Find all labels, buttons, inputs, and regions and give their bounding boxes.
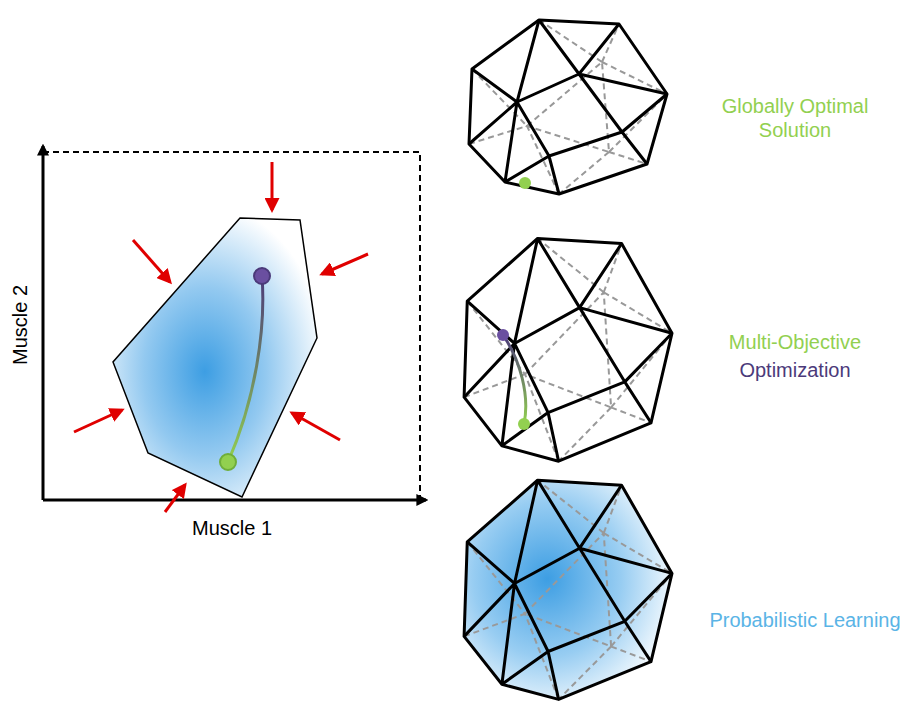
method-label: Optimization [700,358,890,382]
icosahedron [464,238,672,461]
constraint-arrow [74,410,122,432]
muscle-space-axes [43,146,426,500]
solution-path [228,276,263,462]
constraint-arrow [292,413,340,440]
constraint-arrow [271,162,274,210]
constraint-arrows [74,162,368,512]
end-point [497,329,509,341]
start-point [220,454,236,470]
space-boundary [43,152,420,500]
constraint-arrow [165,485,185,512]
axis-label: Muscle 1 [152,516,312,540]
pareto-path [503,335,526,424]
x-axis [43,499,426,502]
icosahedron [464,480,672,699]
icosahedron [469,20,667,194]
optimal-point [519,177,531,189]
method-label: Globally Optimal Solution [710,94,880,142]
method-label: Probabilistic Learning [705,608,905,632]
constraint-arrow [322,254,368,274]
start-point [518,418,530,430]
axis-label: Muscle 2 [8,245,32,405]
feasible-region [113,218,317,497]
y-axis [42,146,45,500]
end-point [254,268,270,284]
method-label: Multi-Objective [700,330,890,354]
constraint-arrow [133,240,170,282]
